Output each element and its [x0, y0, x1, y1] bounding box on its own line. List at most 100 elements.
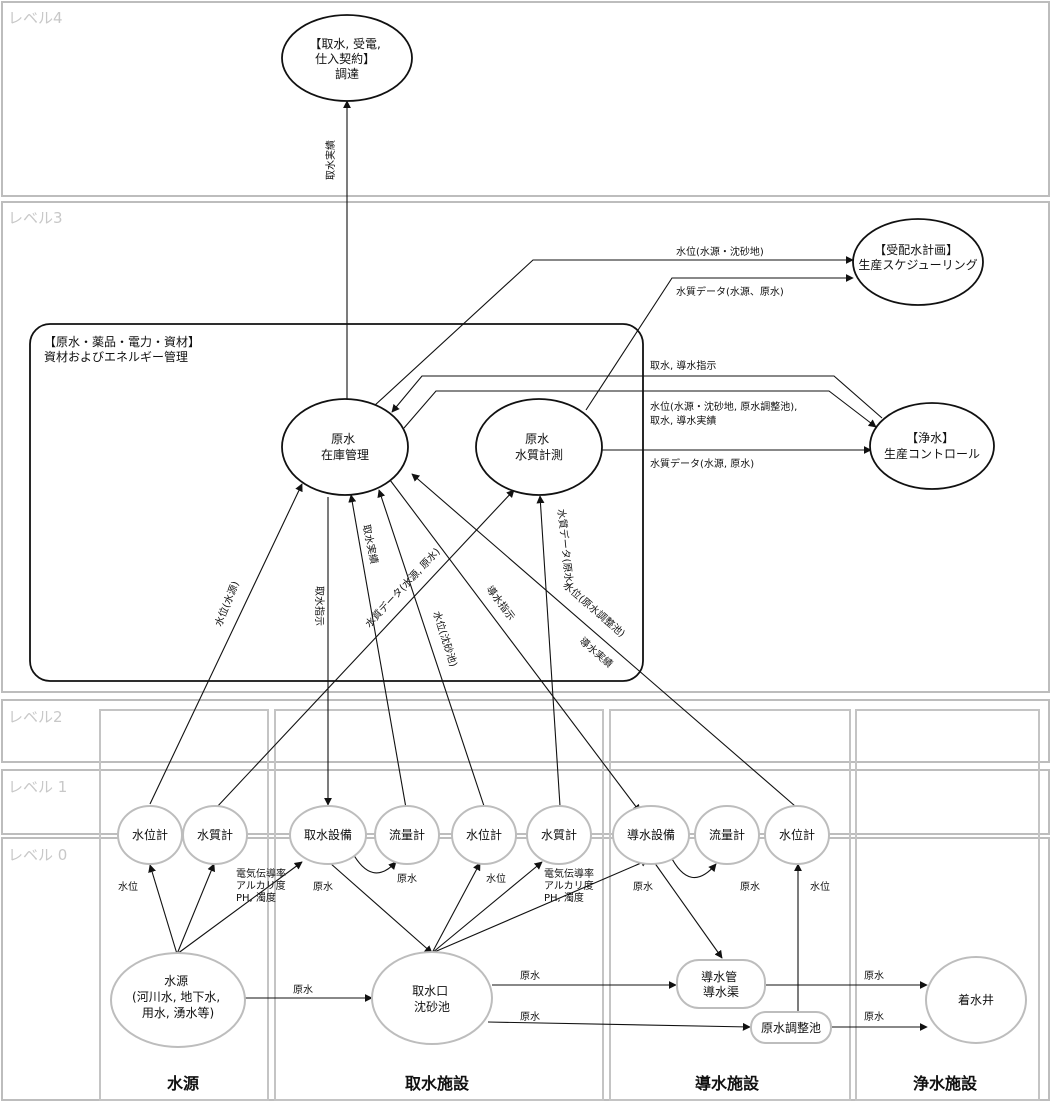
- conveyance-equipment-node: [612, 805, 690, 865]
- edge-label-raw-basin-pipe: 原水: [520, 970, 540, 982]
- edge-intake-equipment-to-basin: [329, 862, 433, 954]
- resource-management-box: [29, 323, 644, 682]
- edge-raw-quality-measure: [536, 495, 561, 807]
- level-4-band: [1, 1, 1050, 197]
- level-4-label: レベル4: [8, 9, 63, 27]
- edge-instruction-to-inventory: [391, 375, 883, 419]
- level-1-label: レベル 1: [8, 778, 67, 796]
- edge-basin-to-conveyance-equipment: [431, 859, 649, 954]
- edge-basin-to-pond: [487, 1021, 751, 1031]
- intake-level-gauge-label: 水位計: [466, 827, 502, 842]
- edge-intake-flow-loop: [351, 851, 397, 874]
- level-2-band: [1, 699, 1050, 763]
- column-source: [99, 709, 269, 1101]
- edge-label-intake-results: 取水実績: [324, 140, 337, 180]
- column-purification: [855, 709, 1040, 1101]
- edge-source-level-to-inventory: [149, 483, 303, 805]
- edge-pond-level-and-results: [411, 473, 796, 807]
- intake-quality-meter-node: [526, 805, 592, 865]
- resource-management-title: 【原水・薬品・電力・資材】 資材およびエネルギー管理: [44, 335, 204, 364]
- intake-basin-node: [371, 951, 493, 1045]
- intake-level-gauge-node: [451, 805, 517, 865]
- edge-source-to-level-gauge: [148, 864, 178, 955]
- procurement-node: [281, 14, 413, 102]
- edge-label-quality-to-scheduling: 水質データ(水源、原水): [676, 285, 784, 298]
- column-intake-title: 取水施設: [405, 1074, 470, 1093]
- column-intake: [274, 709, 604, 1101]
- edge-label-raw-intake: 原水: [313, 881, 333, 893]
- scheduling-node: [852, 218, 984, 306]
- column-purification-title: 浄水施設: [913, 1074, 978, 1093]
- edge-label-quality-to-control: 水質データ(水源, 原水): [650, 457, 754, 470]
- edge-label-quality-params-basin: 電気伝導率 アルカリ度 PH, 濁度: [544, 867, 597, 904]
- production-control-label: 【浄水】 生産コントロール: [884, 431, 980, 461]
- source-quality-meter-label: 水質計: [197, 827, 233, 842]
- production-control-node: [869, 402, 995, 490]
- conveyance-flowmeter-node: [694, 805, 760, 865]
- edge-source-quality-to-raw-quality: [215, 489, 515, 809]
- edge-level-to-scheduling: [373, 256, 854, 407]
- intake-flowmeter-node: [374, 805, 440, 865]
- edge-label-water-level-basin: 水位: [486, 872, 506, 885]
- receiving-well-label: 着水井: [958, 992, 994, 1007]
- edge-label-raw-conveyance-flow: 原水: [740, 881, 760, 893]
- edge-intake-results: [348, 494, 407, 809]
- conveyance-level-gauge-label: 水位計: [779, 827, 815, 842]
- edge-conveyance-equipment-to-pipe: [653, 861, 723, 959]
- intake-equipment-label: 取水設備: [304, 827, 352, 842]
- intake-equipment-node: [289, 805, 367, 865]
- level-3-band: [1, 201, 1050, 693]
- intake-flowmeter-label: 流量計: [389, 827, 425, 842]
- column-conveyance-title: 導水施設: [695, 1074, 760, 1093]
- edge-label-instruction: 取水, 導水指示: [650, 359, 716, 372]
- scheduling-label: 【受配水計画】 生産スケジューリング: [858, 242, 977, 272]
- conveyance-pipe-node: [676, 959, 766, 1009]
- edge-basin-to-level-gauge: [431, 862, 481, 954]
- edge-quality-to-scheduling: [585, 274, 854, 411]
- source-level-gauge-label: 水位計: [132, 827, 168, 842]
- intake-quality-meter-label: 水質計: [541, 827, 577, 842]
- level-3-label: レベル3: [8, 209, 63, 227]
- edge-label-intake-instruction: 取水指示: [313, 586, 326, 626]
- adjustment-pond-label: 原水調整池: [761, 1020, 821, 1035]
- edge-label-level-results: 水位(水源・沈砂地, 原水調整池), 取水, 導水実績: [650, 400, 801, 427]
- conveyance-flowmeter-label: 流量計: [709, 827, 745, 842]
- level-1-band: [1, 769, 1050, 835]
- edge-label-raw-pond-well: 原水: [864, 1011, 884, 1023]
- raw-inventory-label: 原水 在庫管理: [321, 432, 369, 462]
- edge-source-to-intake-equipment: [176, 861, 303, 955]
- water-source-label: 水源 (河川水, 地下水, 用水, 湧水等): [132, 974, 224, 1020]
- edge-label-water-level-source: 水位: [118, 880, 138, 893]
- receiving-well-node: [925, 956, 1027, 1044]
- level-2-label: レベル2: [8, 708, 63, 726]
- water-source-node: [110, 952, 246, 1048]
- raw-quality-label: 原水 水質計測: [515, 432, 563, 462]
- edge-level-results-to-control: [403, 390, 877, 429]
- edge-label-quality-params-source: 電気伝導率 アルカリ度 PH, 濁度: [236, 867, 289, 904]
- edge-label-raw-intake-flow: 原水: [397, 873, 417, 885]
- source-quality-meter-node: [182, 805, 248, 865]
- intake-basin-label: 取水口 沈砂池: [412, 984, 452, 1014]
- column-source-title: 水源: [167, 1074, 199, 1093]
- edge-conveyance-flow-loop: [669, 854, 717, 879]
- conveyance-level-gauge-node: [764, 805, 830, 865]
- level-0-label: レベル 0: [8, 846, 67, 864]
- column-conveyance: [609, 709, 851, 1101]
- adjustment-pond-node: [750, 1011, 832, 1044]
- edge-label-raw-pipe-well: 原水: [864, 970, 884, 982]
- procurement-label: 【取水, 受電, 仕入契約】 調達: [309, 37, 384, 81]
- edge-basin-to-quality-meter: [431, 861, 543, 954]
- edge-label-level-to-scheduling: 水位(水源・沈砂地): [676, 245, 764, 258]
- conveyance-equipment-label: 導水設備: [627, 827, 675, 842]
- edge-label-raw-source-basin: 原水: [293, 984, 313, 996]
- raw-inventory-node: [281, 398, 409, 496]
- edge-label-raw-basin-pond: 原水: [520, 1011, 540, 1023]
- edge-conveyance-instruction: [389, 479, 641, 813]
- raw-quality-node: [475, 398, 603, 496]
- conveyance-pipe-label: 導水管 導水渠: [701, 969, 741, 999]
- edge-basin-level: [377, 489, 485, 807]
- edge-label-raw-conveyance: 原水: [633, 881, 653, 893]
- edge-source-to-quality-meter: [176, 863, 215, 955]
- edge-label-water-level-pond: 水位: [810, 880, 830, 893]
